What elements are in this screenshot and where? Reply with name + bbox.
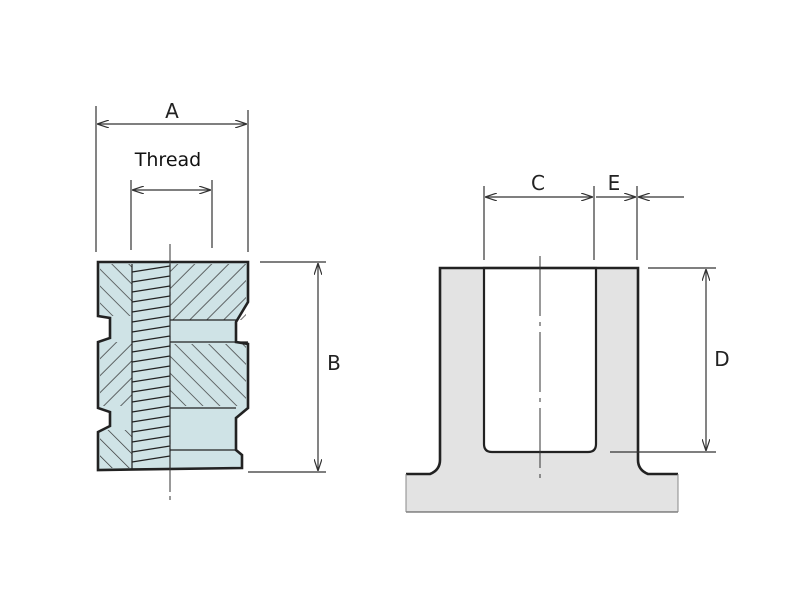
insert-hatch-mid	[170, 344, 246, 406]
dimension-e: E	[596, 171, 684, 260]
dimension-b: B	[248, 261, 341, 473]
dimension-c: C	[483, 171, 595, 260]
label-b: B	[327, 351, 341, 375]
insert-hatch-top	[170, 264, 246, 320]
dimension-d: D	[610, 267, 730, 453]
label-a: A	[165, 99, 179, 123]
boss	[405, 256, 679, 513]
label-c: C	[531, 171, 545, 195]
threaded-insert	[96, 244, 250, 500]
insert-hatch-left-mid	[100, 342, 132, 406]
insert-outline	[96, 260, 250, 472]
label-d: D	[714, 347, 729, 371]
insert-hatch-left-bot	[100, 430, 132, 468]
label-thread: Thread	[134, 149, 201, 171]
dimension-a: A	[95, 99, 249, 252]
label-e: E	[608, 171, 621, 195]
boss-outline	[406, 266, 678, 476]
dimension-thread: Thread	[130, 149, 213, 250]
insert-hatch-left-top	[100, 264, 132, 316]
